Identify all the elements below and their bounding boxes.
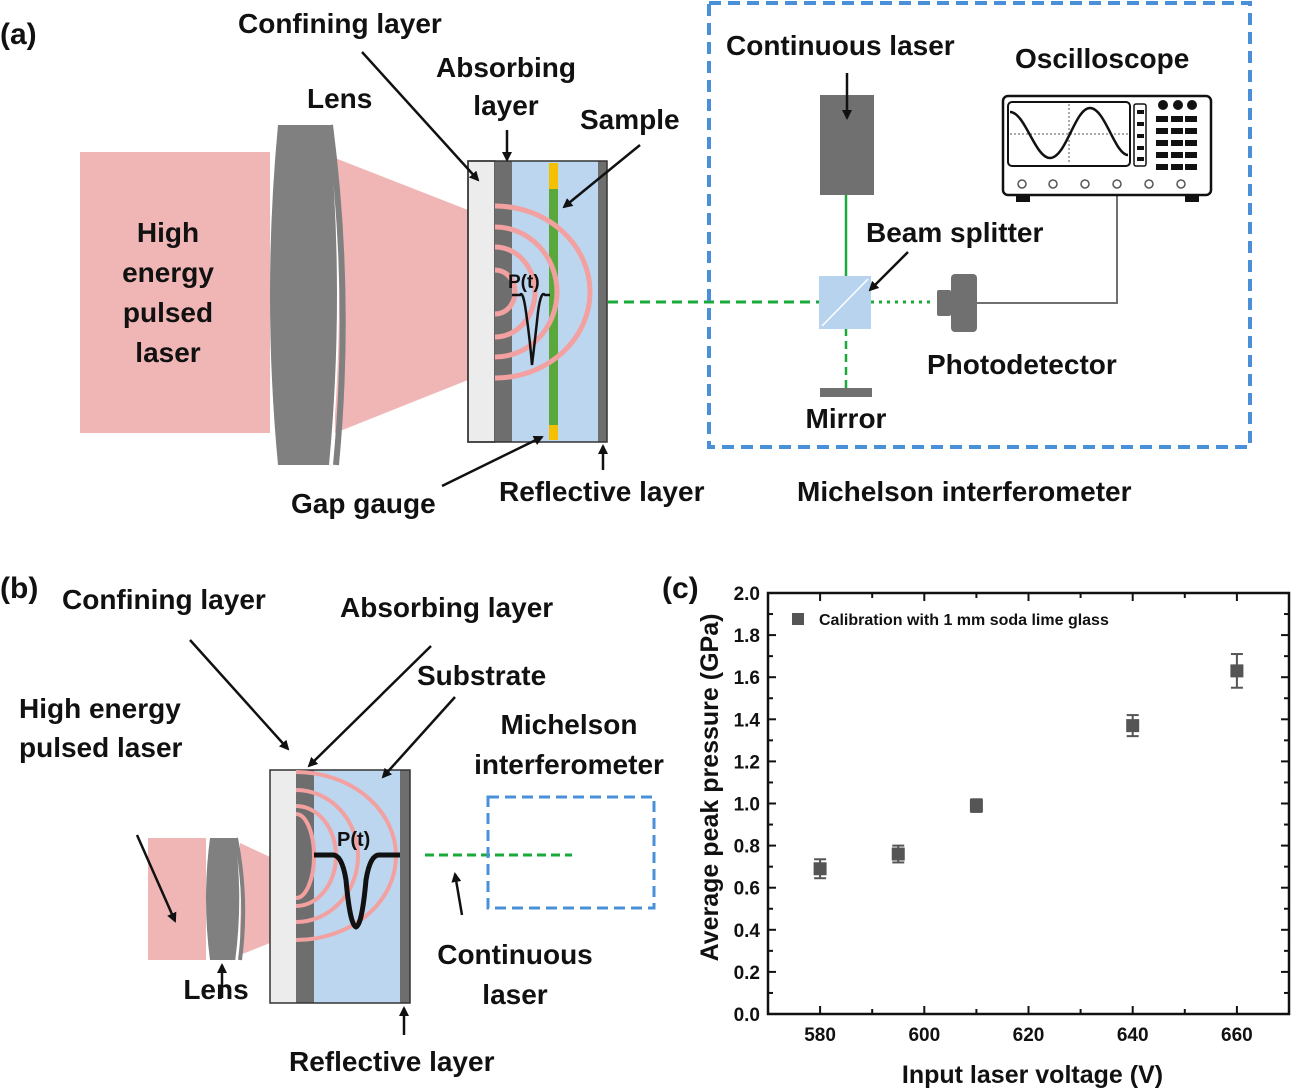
confining-layer-label: Confining layer — [238, 8, 442, 39]
arrow-laser-b — [135, 834, 177, 923]
legend-label: Calibration with 1 mm soda lime glass — [819, 612, 1109, 629]
reflective-layer — [598, 161, 607, 442]
mirror-label: Mirror — [806, 403, 887, 434]
y-tick-label: 0.2 — [734, 963, 760, 984]
lens-icon — [270, 124, 346, 466]
converging-beam — [335, 158, 468, 433]
y-tick-label: 2.0 — [734, 584, 760, 605]
chart: 580 600 620 640 660 0.0 0.2 0.4 0.6 0.8 1.0 1.2 1.4 1… — [696, 584, 1291, 1089]
gap-gauge-label: Gap gauge — [291, 488, 436, 519]
pulse-label-b: P(t) — [337, 829, 370, 851]
target-stack-b: P(t) — [269, 769, 411, 1004]
panel-c: (c) 580 600 620 640 660 0.0 0.2 0.4 0.6 0.8 1.0 1.2… — [662, 572, 1291, 1089]
y-axis-label: Average peak pressure (GPa) — [696, 614, 724, 962]
michelson-box-b — [486, 795, 656, 910]
laser-label-line4: laser — [135, 337, 200, 368]
arrow-beam-splitter — [868, 251, 909, 292]
absorbing-layer-label-line1: Absorbing — [436, 52, 576, 83]
beam-splitter-label: Beam splitter — [866, 217, 1043, 248]
pulse-curve-b — [314, 852, 400, 930]
x-tick-label: 660 — [1221, 1025, 1253, 1046]
laser-label-line3: pulsed — [123, 297, 213, 328]
y-tick-label: 1.0 — [734, 795, 760, 816]
continuous-label-b-line1: Continuous — [437, 939, 593, 970]
reflective-layer-label: Reflective layer — [499, 476, 705, 507]
confining-layer-b — [270, 770, 296, 1003]
lens-label: Lens — [307, 83, 372, 114]
y-tick-label: 1.6 — [734, 668, 760, 689]
laser-label-line2: energy — [122, 257, 214, 288]
absorbing-layer-label-b: Absorbing layer — [340, 592, 553, 623]
x-tick-label: 600 — [908, 1025, 940, 1046]
y-tick-label: 0.6 — [734, 879, 760, 900]
y-tick-label: 0.4 — [734, 921, 761, 942]
panel-b-tag: (b) — [0, 572, 38, 605]
data-point — [813, 862, 827, 876]
confining-layer — [467, 160, 496, 443]
x-tick-label: 620 — [1013, 1025, 1045, 1046]
continuous-label-b-line2: laser — [482, 979, 547, 1010]
arrow-sample — [562, 144, 641, 209]
panel-a-tag: (a) — [0, 18, 37, 51]
oscilloscope-icon — [1001, 94, 1213, 202]
pulse-label: P(t) — [508, 272, 540, 293]
michelson-label-b-line2: interferometer — [474, 749, 664, 780]
pulsed-laser-beam-b — [148, 838, 206, 960]
laser-label-b-line1: High energy — [19, 693, 181, 724]
y-tick-label: 0.0 — [734, 1005, 760, 1026]
signal-cable — [977, 185, 1118, 304]
data-point — [1230, 664, 1244, 678]
substrate-label-b: Substrate — [417, 660, 546, 691]
absorbing-layer — [495, 161, 512, 442]
michelson-label: Michelson interferometer — [797, 476, 1132, 507]
arrow-gap-gauge — [441, 435, 544, 488]
continuous-laser-label: Continuous laser — [726, 30, 955, 61]
beam-splitter-icon — [819, 276, 871, 329]
data-point — [969, 799, 983, 813]
panel-a: (a) High energy pulsed laser — [0, 1, 1252, 519]
x-tick-label: 580 — [804, 1025, 836, 1046]
x-tick-label: 640 — [1117, 1025, 1149, 1046]
reflective-layer-label-b: Reflective layer — [289, 1046, 495, 1077]
photodetector-icon — [937, 274, 977, 332]
mirror-icon — [820, 388, 872, 397]
arrow-substrate-b — [381, 696, 456, 779]
arrow-continuous-b — [451, 872, 464, 916]
photodetector-label: Photodetector — [927, 349, 1117, 380]
arrow-absorbing-b — [307, 645, 432, 768]
plot-frame — [766, 591, 1291, 1016]
converging-beam-b — [240, 843, 270, 955]
reflective-layer-b — [400, 770, 410, 1003]
data-point — [891, 847, 905, 861]
data-point — [1126, 719, 1140, 733]
y-tick-label: 1.8 — [734, 626, 760, 647]
michelson-label-b-line1: Michelson — [501, 709, 638, 740]
lens-icon-b — [206, 837, 246, 961]
oscilloscope-label: Oscilloscope — [1015, 43, 1189, 74]
confining-layer-label-b: Confining layer — [62, 584, 266, 615]
arrow-confining-b — [189, 639, 290, 751]
lens-label-b: Lens — [183, 974, 248, 1005]
michelson-box — [707, 1, 1252, 449]
panel-c-tag: (c) — [662, 572, 699, 605]
laser-label-b-line2: pulsed laser — [19, 732, 183, 763]
pulse-curve — [512, 292, 550, 366]
y-tick-label: 1.2 — [734, 752, 760, 773]
pulsed-laser-beam — [80, 152, 270, 433]
legend-marker — [792, 613, 804, 625]
shock-waves — [495, 203, 593, 381]
laser-label-line1: High — [137, 217, 199, 248]
sample-label: Sample — [580, 104, 680, 135]
x-axis-label: Input laser voltage (V) — [902, 1061, 1163, 1089]
absorbing-layer-label-line2: layer — [473, 90, 538, 121]
y-tick-label: 1.4 — [734, 710, 761, 731]
y-tick-label: 0.8 — [734, 837, 760, 858]
arrow-confining — [361, 51, 480, 182]
panel-b: (b) Confining layer Absorbing layer Subs… — [0, 572, 664, 1077]
